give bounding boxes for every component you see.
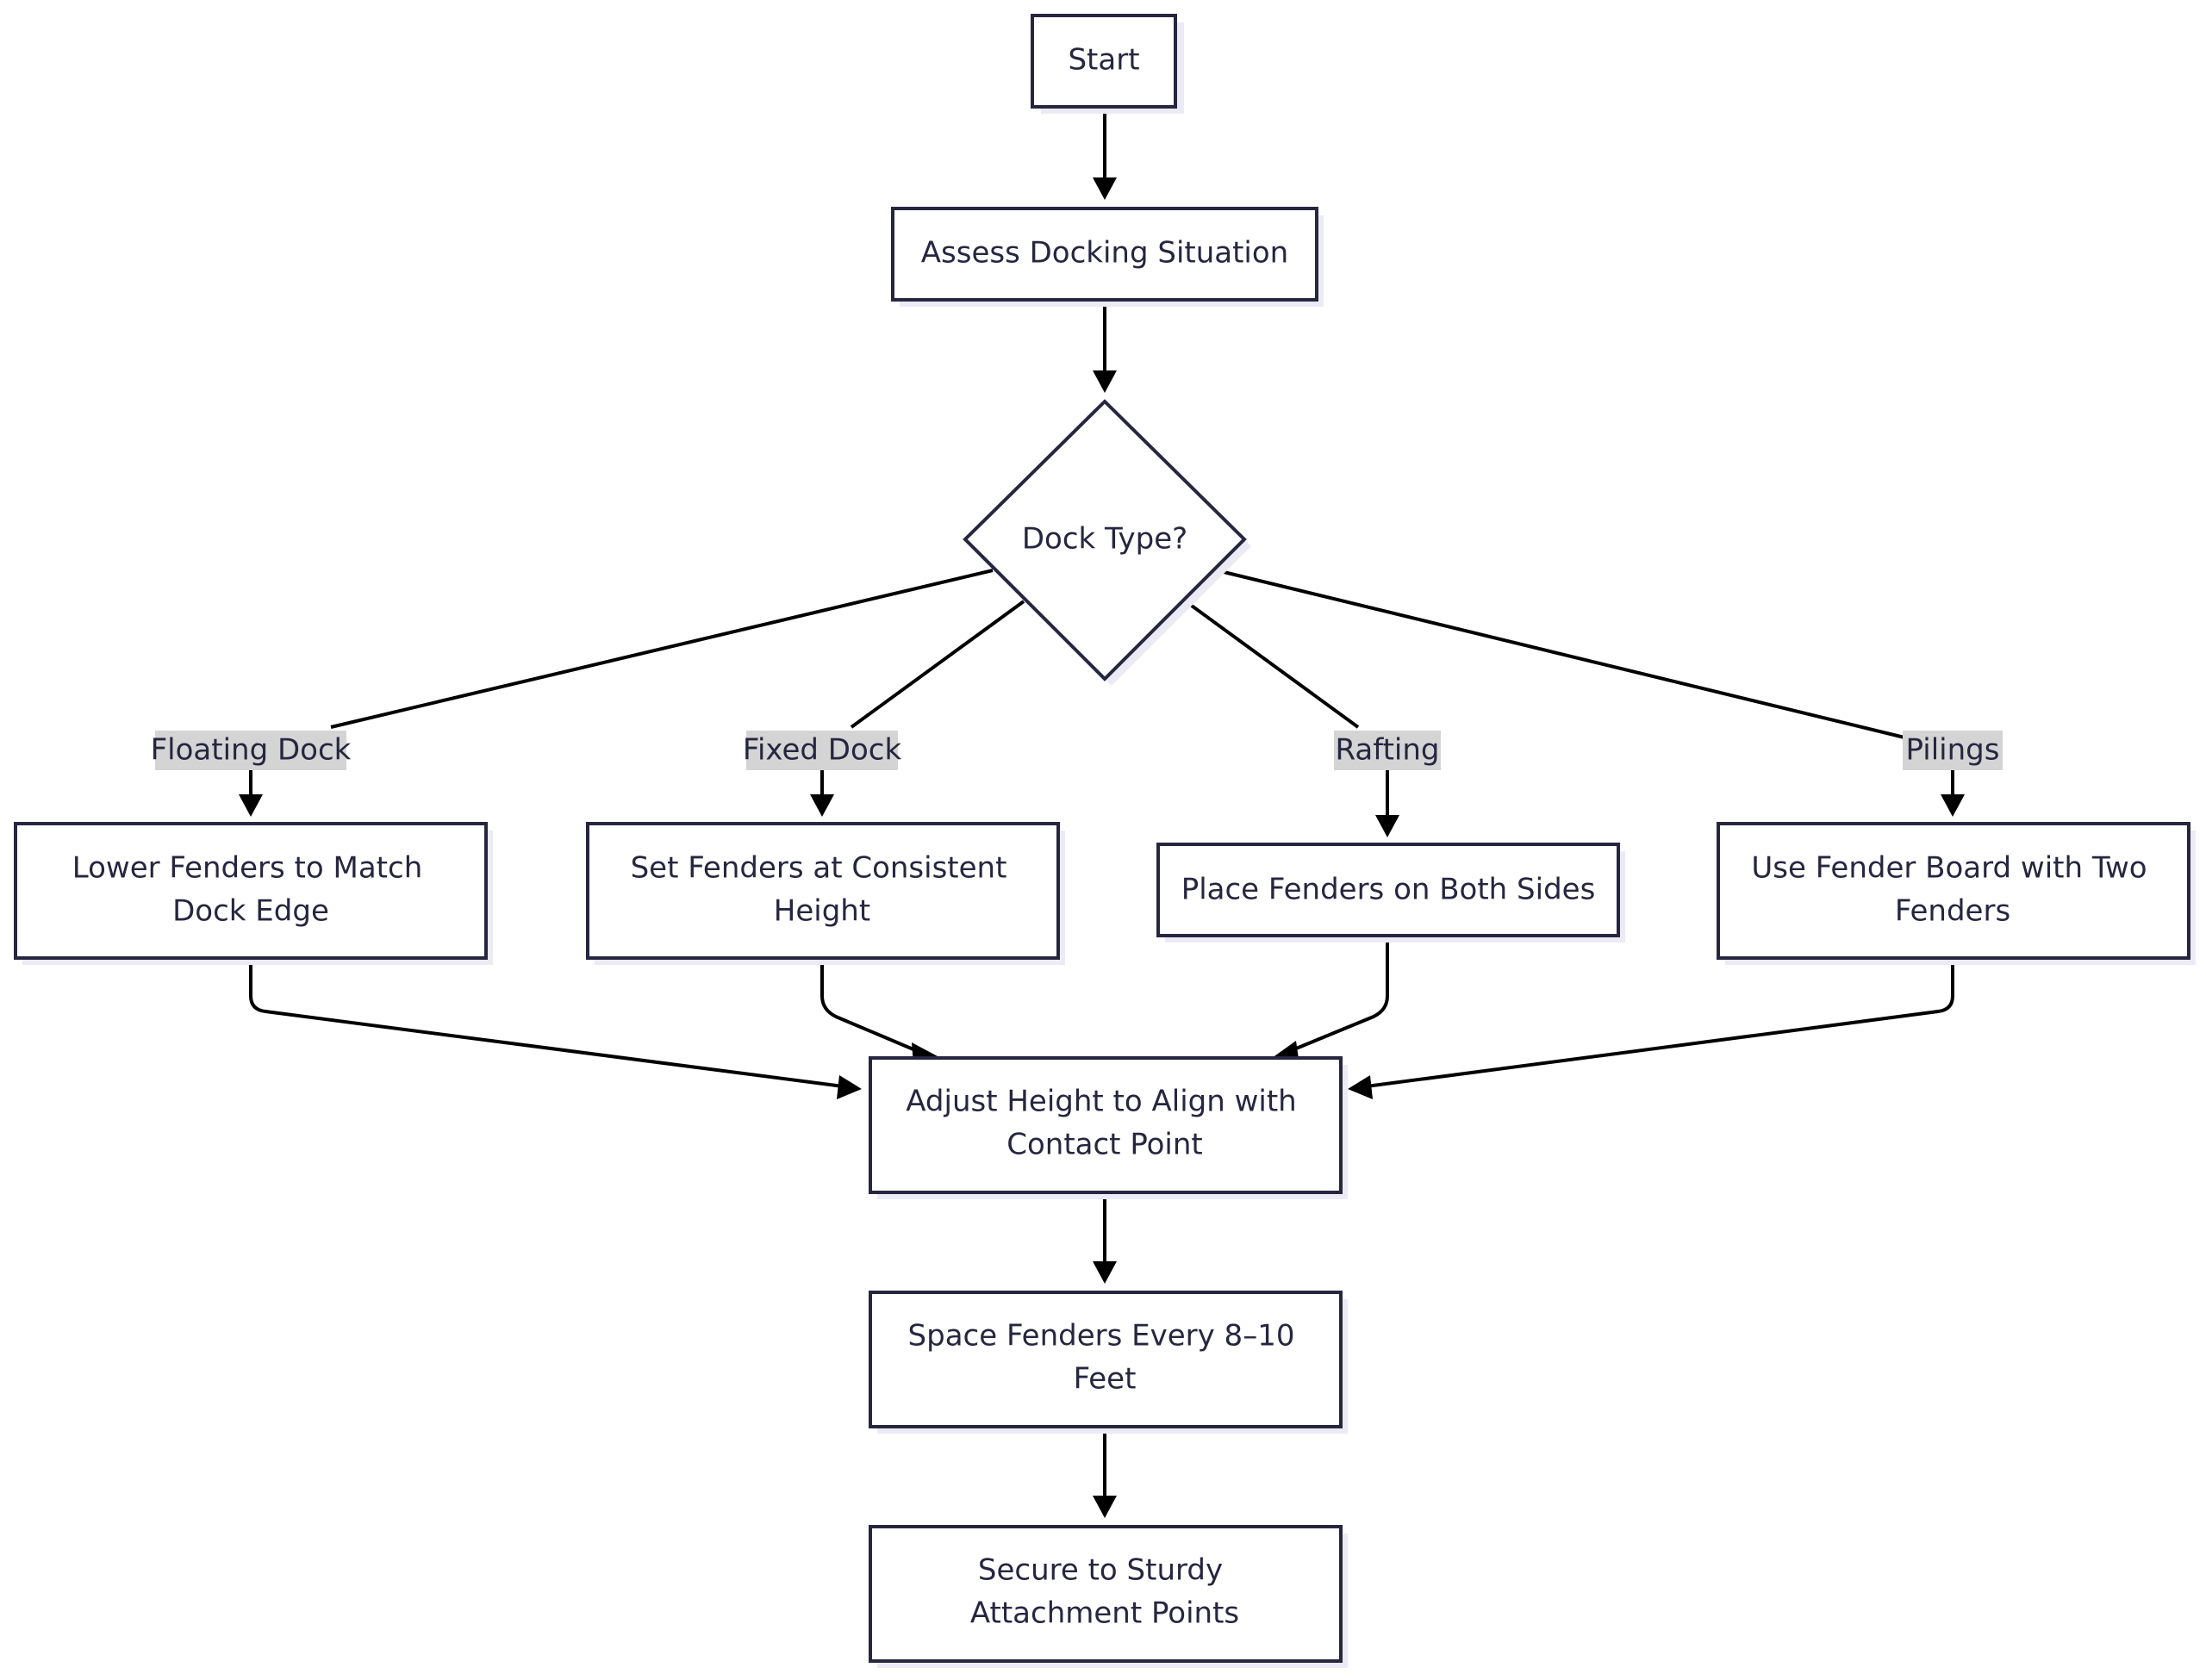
node-box (1156, 843, 1620, 937)
node-place-fenders-both-sides[interactable]: Place Fenders on Both Sides (1156, 843, 1625, 943)
arrowhead (837, 1075, 862, 1099)
edge-rafting-to-adjust (1285, 937, 1389, 1055)
arrowhead (1093, 1496, 1117, 1518)
node-box (1031, 14, 1177, 109)
edge-label-background (1334, 731, 1441, 770)
edge-fixed-to-adjust (820, 958, 926, 1056)
node-secure-attachment[interactable]: Secure to Sturdy Attachment Points (869, 1525, 1348, 1668)
edge-label-text: Pilings (1906, 733, 2000, 768)
node-label-line-2: Feet (1074, 1362, 1137, 1397)
edge-decision-to-fixed (850, 600, 1025, 729)
node-label-line-1: Lower Fenders to Match (72, 851, 423, 886)
node-dock-type-decision[interactable]: Dock Type? (963, 399, 1251, 686)
edge-label-background (746, 731, 898, 770)
node-label-line-1: Use Fender Board with Two (1751, 851, 2147, 886)
node-label-line-1: Space Fenders Every 8–10 (908, 1319, 1295, 1353)
node-box (869, 1291, 1343, 1428)
arrowhead (1348, 1075, 1373, 1099)
nodes: Start Assess Docking Situation Dock Type… (14, 14, 2196, 1668)
edge-label-text: Rafting (1336, 733, 1440, 768)
edge-label-text: Floating Dock (151, 733, 352, 768)
node-box (1717, 822, 2190, 960)
node-space-fenders[interactable]: Space Fenders Every 8–10 Feet (869, 1291, 1348, 1434)
edge-labels: Floating Dock Fixed Dock Rafting Pilings (151, 731, 2003, 770)
arrowhead (810, 794, 834, 817)
node-label-line-2: Height (774, 894, 870, 929)
edge-pilings-to-adjust (1359, 958, 1954, 1089)
node-label: Place Fenders on Both Sides (1181, 873, 1596, 907)
edge-floating-to-adjust (249, 958, 851, 1089)
node-label-line-2: Dock Edge (172, 894, 329, 929)
node-label: Start (1068, 43, 1139, 78)
edge-label-text: Fixed Dock (743, 733, 902, 768)
node-label-line-2: Contact Point (1006, 1128, 1203, 1162)
edge-decision-to-floating (330, 569, 994, 729)
node-box (869, 1525, 1343, 1663)
edge-label-rafting: Rafting (1334, 731, 1441, 770)
edge-label-background (1903, 731, 2003, 770)
node-lower-fenders[interactable]: Lower Fenders to Match Dock Edge (14, 822, 493, 965)
node-label-line-1: Adjust Height to Align with (906, 1085, 1296, 1119)
edge-label-fixed-dock: Fixed Dock (743, 731, 902, 770)
edges (239, 107, 1965, 1518)
node-fender-board[interactable]: Use Fender Board with Two Fenders (1717, 822, 2196, 965)
node-diamond (963, 399, 1247, 681)
node-label: Dock Type? (1022, 522, 1187, 557)
edge-label-pilings: Pilings (1903, 731, 2003, 770)
edge-label-floating-dock: Floating Dock (151, 731, 352, 770)
node-adjust-height[interactable]: Adjust Height to Align with Contact Poin… (869, 1056, 1348, 1199)
node-label: Assess Docking Situation (921, 236, 1288, 271)
arrowhead (239, 794, 263, 817)
node-box (586, 822, 1060, 960)
edge-label-background (155, 731, 346, 770)
node-box (869, 1056, 1343, 1194)
arrowhead (1093, 177, 1117, 200)
arrowhead (1093, 1261, 1117, 1284)
arrowhead (1375, 815, 1399, 837)
node-set-fenders-consistent[interactable]: Set Fenders at Consistent Height (586, 822, 1065, 965)
node-label-line-2: Fenders (1895, 894, 2010, 929)
node-start[interactable]: Start (1031, 14, 1184, 114)
arrowhead (1093, 370, 1117, 393)
edge-decision-to-rafting (1184, 600, 1360, 729)
node-label-line-1: Secure to Sturdy (978, 1553, 1223, 1588)
arrowhead (1941, 794, 1965, 817)
node-box (891, 207, 1318, 302)
node-label-line-2: Attachment Points (970, 1596, 1239, 1631)
node-assess-docking-situation[interactable]: Assess Docking Situation (891, 207, 1324, 307)
node-label-line-1: Set Fenders at Consistent (631, 851, 1007, 886)
edge-decision-to-pilings (1216, 569, 1905, 739)
node-box (14, 822, 488, 960)
